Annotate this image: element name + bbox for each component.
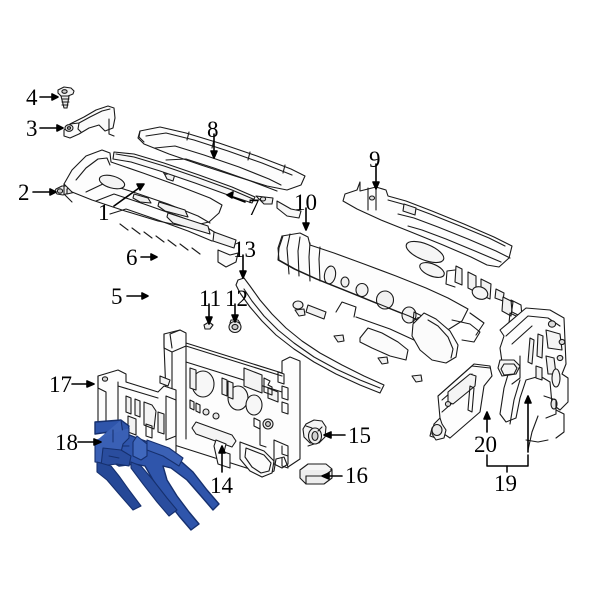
callout-label-17[interactable]: 17	[49, 372, 72, 397]
part-1-cowl-grille-panel	[63, 149, 239, 268]
part-7-cowl-top-panel-seal	[112, 151, 256, 204]
callout-label-9[interactable]: 9	[369, 147, 381, 172]
part-15-dash-grommet	[302, 419, 327, 447]
part-20-cowl-side-member-extension	[429, 363, 493, 441]
callout-label-3[interactable]: 3	[26, 116, 38, 141]
callout-label-4[interactable]: 4	[26, 85, 38, 110]
part-10-dash-upper-reinforcement	[277, 232, 485, 364]
callout-label-15[interactable]: 15	[348, 423, 371, 448]
callout-label-2[interactable]: 2	[18, 180, 30, 205]
part-16-dash-plug	[299, 463, 333, 485]
callout-label-18[interactable]: 18	[55, 430, 78, 455]
callout-label-1[interactable]: 1	[98, 200, 110, 225]
part-18-dash-insulator-lower-highlighted	[94, 419, 220, 531]
callout-label-19[interactable]: 19	[494, 471, 517, 496]
callout-label-13[interactable]: 13	[233, 237, 256, 262]
callout-label-20[interactable]: 20	[474, 432, 497, 457]
callout-label-14[interactable]: 14	[210, 473, 233, 498]
part-14-dash-panel	[163, 329, 301, 478]
callout-label-11[interactable]: 11	[199, 286, 222, 311]
part-3-cowl-side-bracket	[63, 105, 116, 139]
callout-label-7[interactable]: 7	[248, 195, 260, 220]
part-4-bolt	[57, 86, 75, 109]
callout-label-6[interactable]: 6	[126, 245, 138, 270]
callout-label-5[interactable]: 5	[111, 284, 123, 309]
callout-label-16[interactable]: 16	[345, 463, 368, 488]
part-19-cowl-side-member-assembly	[497, 307, 569, 451]
callout-label-12[interactable]: 12	[225, 286, 248, 311]
part-13-cowl-side-panel	[235, 277, 423, 394]
callout-label-10[interactable]: 10	[294, 190, 317, 215]
callout-arrows	[32, 93, 532, 480]
part-8-cowl-top-outer-panel	[137, 126, 306, 219]
callout-label-8[interactable]: 8	[207, 117, 219, 142]
